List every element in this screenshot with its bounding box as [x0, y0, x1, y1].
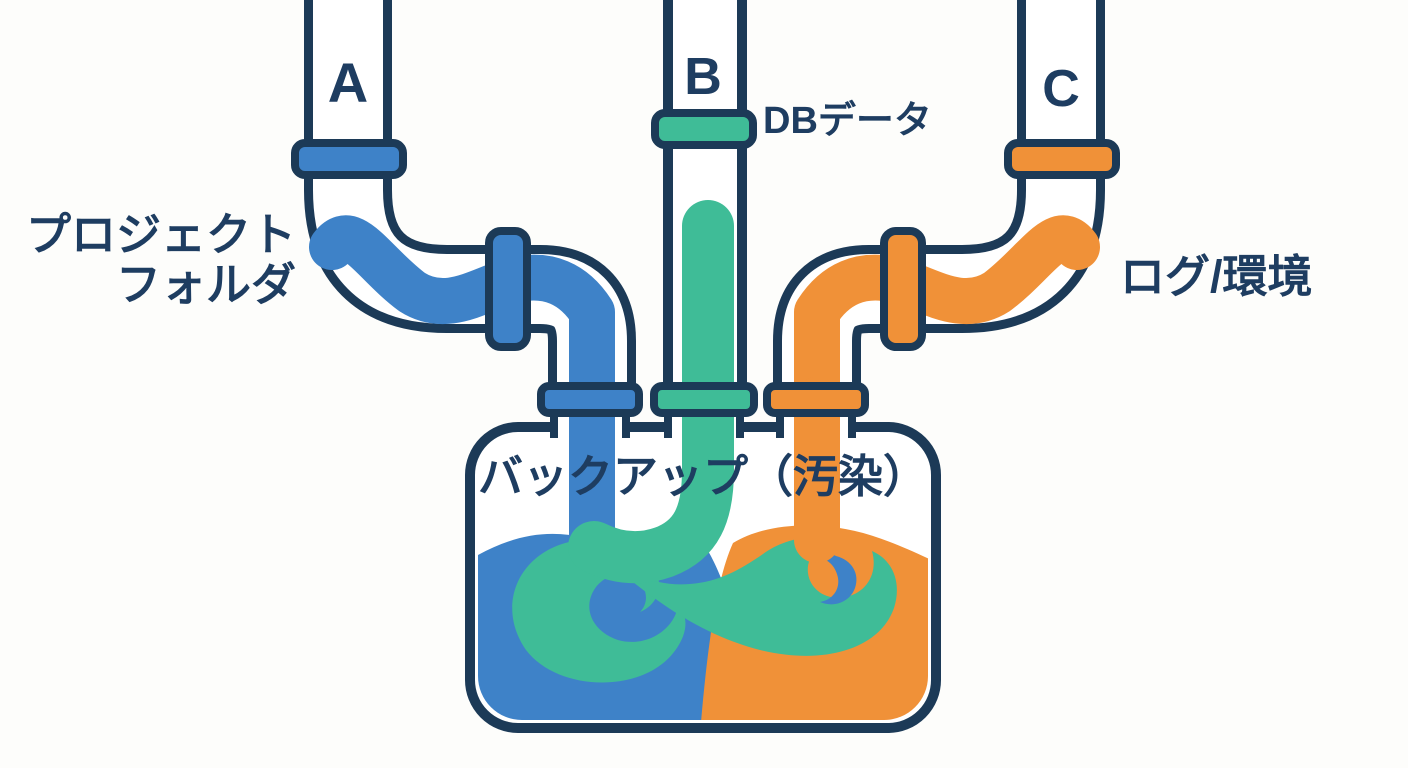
pipe-b-source-label: DBデータ: [763, 100, 932, 142]
pipe-a-outline: [304, 0, 636, 392]
pipe-c-liquid: [794, 215, 1100, 563]
pipe-c-source-label: ログ/環境: [1120, 251, 1313, 302]
tank-inlet-coupling-c: [763, 382, 869, 417]
tank-swirl-right: [596, 537, 897, 656]
pipe-a-liquid: [309, 215, 615, 568]
pipe-a-ring-coupling: [485, 227, 531, 351]
tank-inlet-coupling-b: [650, 382, 758, 417]
tank-swirl-blue-core: [820, 553, 857, 605]
pipe-a-source-line1: プロジェクト: [25, 209, 296, 260]
tank-liquid: [478, 525, 928, 720]
pipe-a-coupling: [291, 139, 407, 179]
pipe-b-coupling: [651, 109, 757, 149]
pipe-a-source-line2: フォルダ: [115, 259, 296, 311]
tank-inlet-coupling-a: [537, 382, 643, 417]
pipe-a-letter: A: [327, 51, 369, 114]
pipe-b-letter: B: [684, 48, 722, 106]
neck-walls: [550, 404, 856, 438]
pipe-c-ring-coupling: [880, 227, 926, 351]
pipe-c-outline: [773, 0, 1105, 392]
pipe-b-liquid: [568, 200, 734, 584]
pipe-a-source-label: プロジェクト フォルダ: [25, 209, 296, 311]
tank-label: バックアップ（汚染）: [477, 451, 929, 502]
pipe-c-coupling: [1004, 139, 1120, 179]
pipe-c-letter: C: [1042, 60, 1080, 118]
